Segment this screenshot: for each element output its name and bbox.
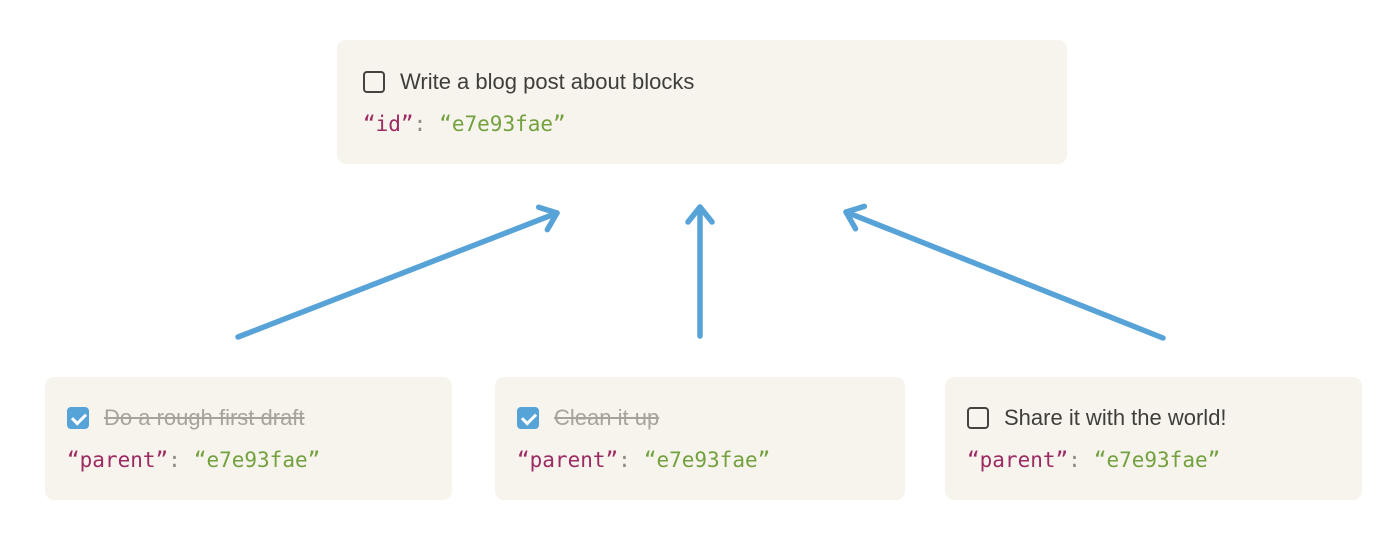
- subtask-card-first-draft: Do a rough first draft “parent”: “e7e93fa…: [45, 377, 452, 500]
- task-row: Do a rough first draft: [67, 405, 430, 431]
- code-key: “id”: [363, 111, 414, 136]
- code-colon: :: [413, 111, 427, 136]
- task-row: Share it with the world!: [967, 405, 1340, 431]
- task-checkbox[interactable]: [67, 407, 89, 429]
- code-value: “e7e93fae”: [193, 448, 321, 472]
- code-key: “parent”: [967, 448, 1069, 472]
- code-colon: :: [168, 448, 181, 472]
- code-key: “parent”: [67, 448, 169, 472]
- code-line: “parent”: “e7e93fae”: [67, 448, 430, 472]
- task-row: Clean it up: [517, 405, 883, 431]
- task-label: Write a blog post about blocks: [400, 68, 695, 94]
- code-key: “parent”: [517, 448, 619, 472]
- code-colon: :: [1068, 448, 1081, 472]
- task-row: Write a blog post about blocks: [363, 69, 1041, 95]
- task-label: Clean it up: [554, 405, 660, 430]
- parent-task-card: Write a blog post about blocks “id”: “e7e…: [337, 40, 1067, 164]
- code-colon: :: [618, 448, 631, 472]
- code-line: “id”: “e7e93fae”: [363, 112, 1041, 136]
- task-checkbox[interactable]: [363, 70, 385, 93]
- code-value: “e7e93fae”: [1093, 448, 1221, 472]
- arrow-draft-to-parent-icon: [235, 204, 560, 340]
- subtask-card-clean-up: Clean it up “parent”: “e7e93fae”: [495, 377, 905, 500]
- code-line: “parent”: “e7e93fae”: [967, 448, 1340, 472]
- task-checkbox[interactable]: [517, 407, 539, 429]
- subtask-card-share: Share it with the world! “parent”: “e7e93…: [945, 377, 1362, 500]
- arrow-share-to-parent-icon: [843, 203, 1166, 341]
- code-line: “parent”: “e7e93fae”: [517, 448, 883, 472]
- code-value: “e7e93fae”: [643, 448, 771, 472]
- task-label: Share it with the world!: [1004, 405, 1227, 430]
- code-value: “e7e93fae”: [439, 111, 566, 136]
- task-label: Do a rough first draft: [104, 405, 305, 430]
- task-checkbox[interactable]: [967, 407, 989, 429]
